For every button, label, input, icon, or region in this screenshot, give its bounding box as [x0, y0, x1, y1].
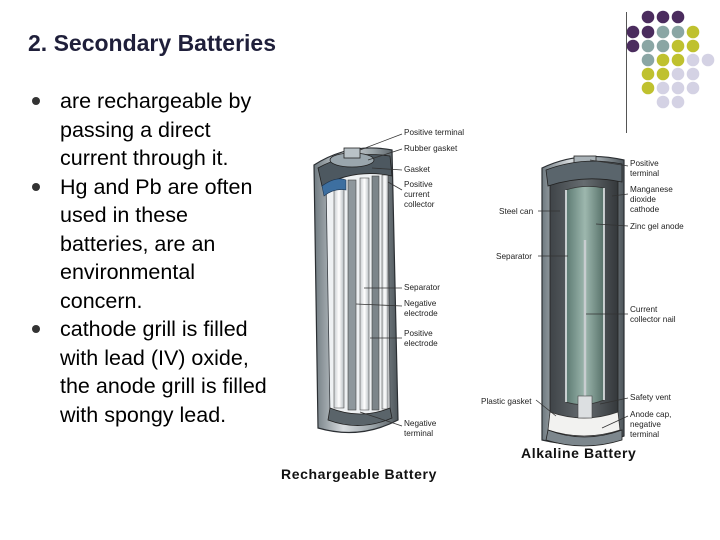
decorative-dot	[641, 67, 655, 81]
decorative-dot	[626, 25, 640, 39]
rechargeable-battery-drawing	[313, 147, 399, 434]
bullet-item: are rechargeable by passing a direct cur…	[30, 87, 300, 173]
decorative-dot	[671, 81, 685, 95]
label-positive-terminal: Positive terminal	[404, 128, 464, 137]
bullet-list: are rechargeable by passing a direct cur…	[30, 87, 300, 429]
label-alk-positive-terminal-2: terminal	[630, 169, 659, 178]
bullet-line: Hg and Pb are often	[60, 174, 253, 199]
decorative-dot	[656, 53, 670, 67]
decorative-dot	[671, 25, 685, 39]
bullet-item: Hg and Pb are often used in these batter…	[30, 173, 300, 316]
decorative-dot	[686, 25, 700, 39]
decorative-dot	[641, 25, 655, 39]
label-negative-electrode-1: Negative	[404, 299, 437, 308]
bullet-line: cathode grill is filled	[60, 317, 248, 341]
decorative-dot	[641, 10, 655, 24]
label-positive-electrode-1: Positive	[404, 329, 433, 338]
decorative-dot	[656, 25, 670, 39]
label-positive-electrode-2: electrode	[404, 339, 438, 348]
caption-alkaline-battery: Alkaline Battery	[521, 445, 636, 461]
bullet-line: passing a direct	[60, 117, 211, 142]
decorative-dot	[656, 67, 670, 81]
decorative-dot	[686, 67, 700, 81]
label-manganese-dioxide-cathode-1: Manganese	[630, 185, 673, 194]
bullet-line: the anode grill is filled	[60, 374, 267, 398]
decorative-dot	[671, 95, 685, 109]
decorative-dot-grid	[626, 10, 715, 109]
bullet-dot-icon	[32, 325, 40, 333]
label-rubber-gasket: Rubber gasket	[404, 144, 458, 153]
bullet-line: batteries, are an	[60, 231, 216, 256]
label-negative-terminal-1: Negative	[404, 419, 437, 428]
label-separator: Separator	[404, 283, 440, 292]
label-negative-electrode-2: electrode	[404, 309, 438, 318]
label-positive-current-collector-2: current	[404, 190, 430, 199]
bullet-line: with spongy lead.	[60, 402, 227, 427]
decorative-dot	[686, 53, 700, 67]
label-steel-can: Steel can	[499, 207, 534, 216]
label-current-collector-nail-2: collector nail	[630, 315, 676, 324]
bullet-line: with lead (IV) oxide,	[60, 345, 249, 370]
label-alk-separator: Separator	[496, 252, 532, 261]
label-manganese-dioxide-cathode-3: cathode	[630, 205, 660, 214]
rechargeable-labels: Positive terminal Rubber gasket Gasket P…	[404, 128, 464, 438]
decorative-dot	[701, 53, 715, 67]
label-positive-current-collector-1: Positive	[404, 180, 433, 189]
decorative-dot	[686, 39, 700, 53]
bullet-line: are rechargeable by	[60, 89, 252, 113]
decorative-dot	[686, 81, 700, 95]
decorative-dot	[656, 39, 670, 53]
label-alk-positive-terminal-1: Positive	[630, 159, 659, 168]
label-gasket: Gasket	[404, 165, 431, 174]
label-manganese-dioxide-cathode-2: dioxide	[630, 195, 656, 204]
decorative-dot	[671, 67, 685, 81]
decorative-dot	[641, 39, 655, 53]
label-anode-cap-3: terminal	[630, 430, 659, 439]
label-zinc-gel-anode: Zinc gel anode	[630, 222, 684, 231]
bullet-line: concern.	[60, 288, 143, 313]
decorative-dot	[626, 39, 640, 53]
decorative-dot	[656, 81, 670, 95]
bullet-item: cathode grill is filled with lead (IV) o…	[30, 315, 300, 429]
alkaline-leader-lines	[535, 159, 629, 429]
alkaline-labels: Positive terminal Manganese dioxide cath…	[481, 159, 684, 439]
decorative-dot	[656, 10, 670, 24]
label-current-collector-nail-1: Current	[630, 305, 658, 314]
label-positive-current-collector-3: collector	[404, 200, 435, 209]
bullet-dot-icon	[32, 97, 40, 105]
label-plastic-gasket: Plastic gasket	[481, 397, 532, 406]
label-anode-cap-2: negative	[630, 420, 661, 429]
bullet-line: current through it.	[60, 146, 229, 170]
rechargeable-leader-lines	[355, 133, 403, 427]
decorative-dot	[641, 53, 655, 67]
bullet-line: used in these	[60, 203, 188, 227]
decorative-dot	[671, 53, 685, 67]
decorative-dot	[671, 39, 685, 53]
bullet-line: environmental	[60, 260, 196, 284]
label-negative-terminal-2: terminal	[404, 429, 433, 438]
alkaline-battery-drawing	[541, 155, 625, 447]
decorative-dot	[641, 81, 655, 95]
decorative-dot	[671, 10, 685, 24]
caption-rechargeable-battery: Rechargeable Battery	[281, 466, 437, 482]
bullet-dot-icon	[32, 182, 40, 191]
slide-title: 2. Secondary Batteries	[28, 30, 277, 56]
decorative-dot	[656, 95, 670, 109]
decorative-vertical-line	[626, 12, 627, 133]
label-safety-vent: Safety vent	[630, 393, 672, 402]
label-anode-cap-1: Anode cap,	[630, 410, 671, 419]
